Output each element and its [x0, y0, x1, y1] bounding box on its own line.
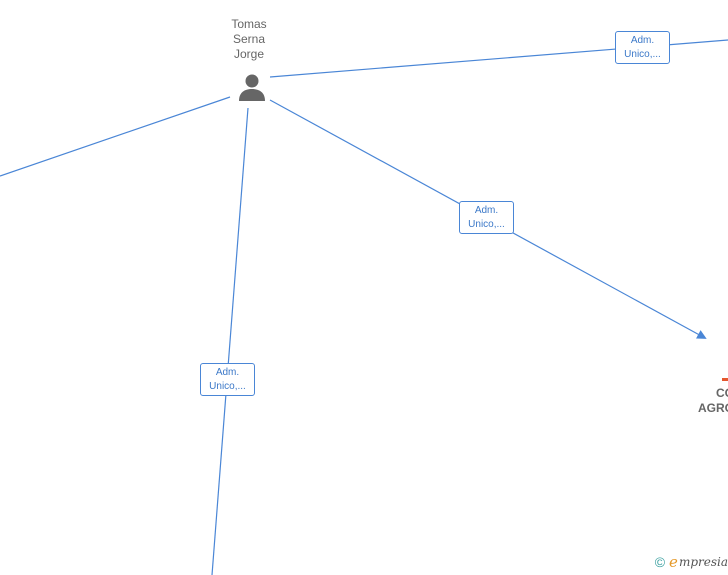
copyright-footer: © e mpresia: [655, 553, 728, 571]
edge-label-line: Adm.: [630, 35, 655, 46]
empresia-logo-icon: e: [669, 553, 678, 571]
brand-name: mpresia: [678, 555, 728, 569]
edge-line-down: [211, 107, 249, 575]
edge-label-line: Adm.: [474, 205, 499, 216]
company-name-line: D: [660, 416, 728, 431]
company-icon-fragment: [722, 378, 728, 381]
edge-label-line: Unico,...: [624, 49, 661, 60]
company-name-line: AGROAL: [698, 401, 728, 415]
edge-label-top-right[interactable]: Adm. Unico,...: [615, 31, 670, 64]
company-name-line: CONF: [716, 386, 728, 400]
edge-label-line: Adm.: [215, 367, 240, 378]
person-name-line: Serna: [232, 32, 266, 46]
company-name[interactable]: CONF AGROAL D: [660, 386, 728, 431]
edge-label-down[interactable]: Adm. Unico,...: [200, 363, 255, 396]
person-icon[interactable]: [237, 72, 267, 102]
person-name[interactable]: Tomas Serna Jorge: [209, 17, 289, 62]
edge-label-line: Unico,...: [209, 381, 246, 392]
person-name-line: Jorge: [233, 47, 265, 61]
edge-label-line: Unico,...: [468, 219, 505, 230]
copyright-icon: ©: [654, 554, 666, 570]
person-name-line: Tomas: [231, 17, 267, 31]
edge-label-to-company[interactable]: Adm. Unico,...: [459, 201, 514, 234]
edge-line-left: [0, 96, 231, 177]
